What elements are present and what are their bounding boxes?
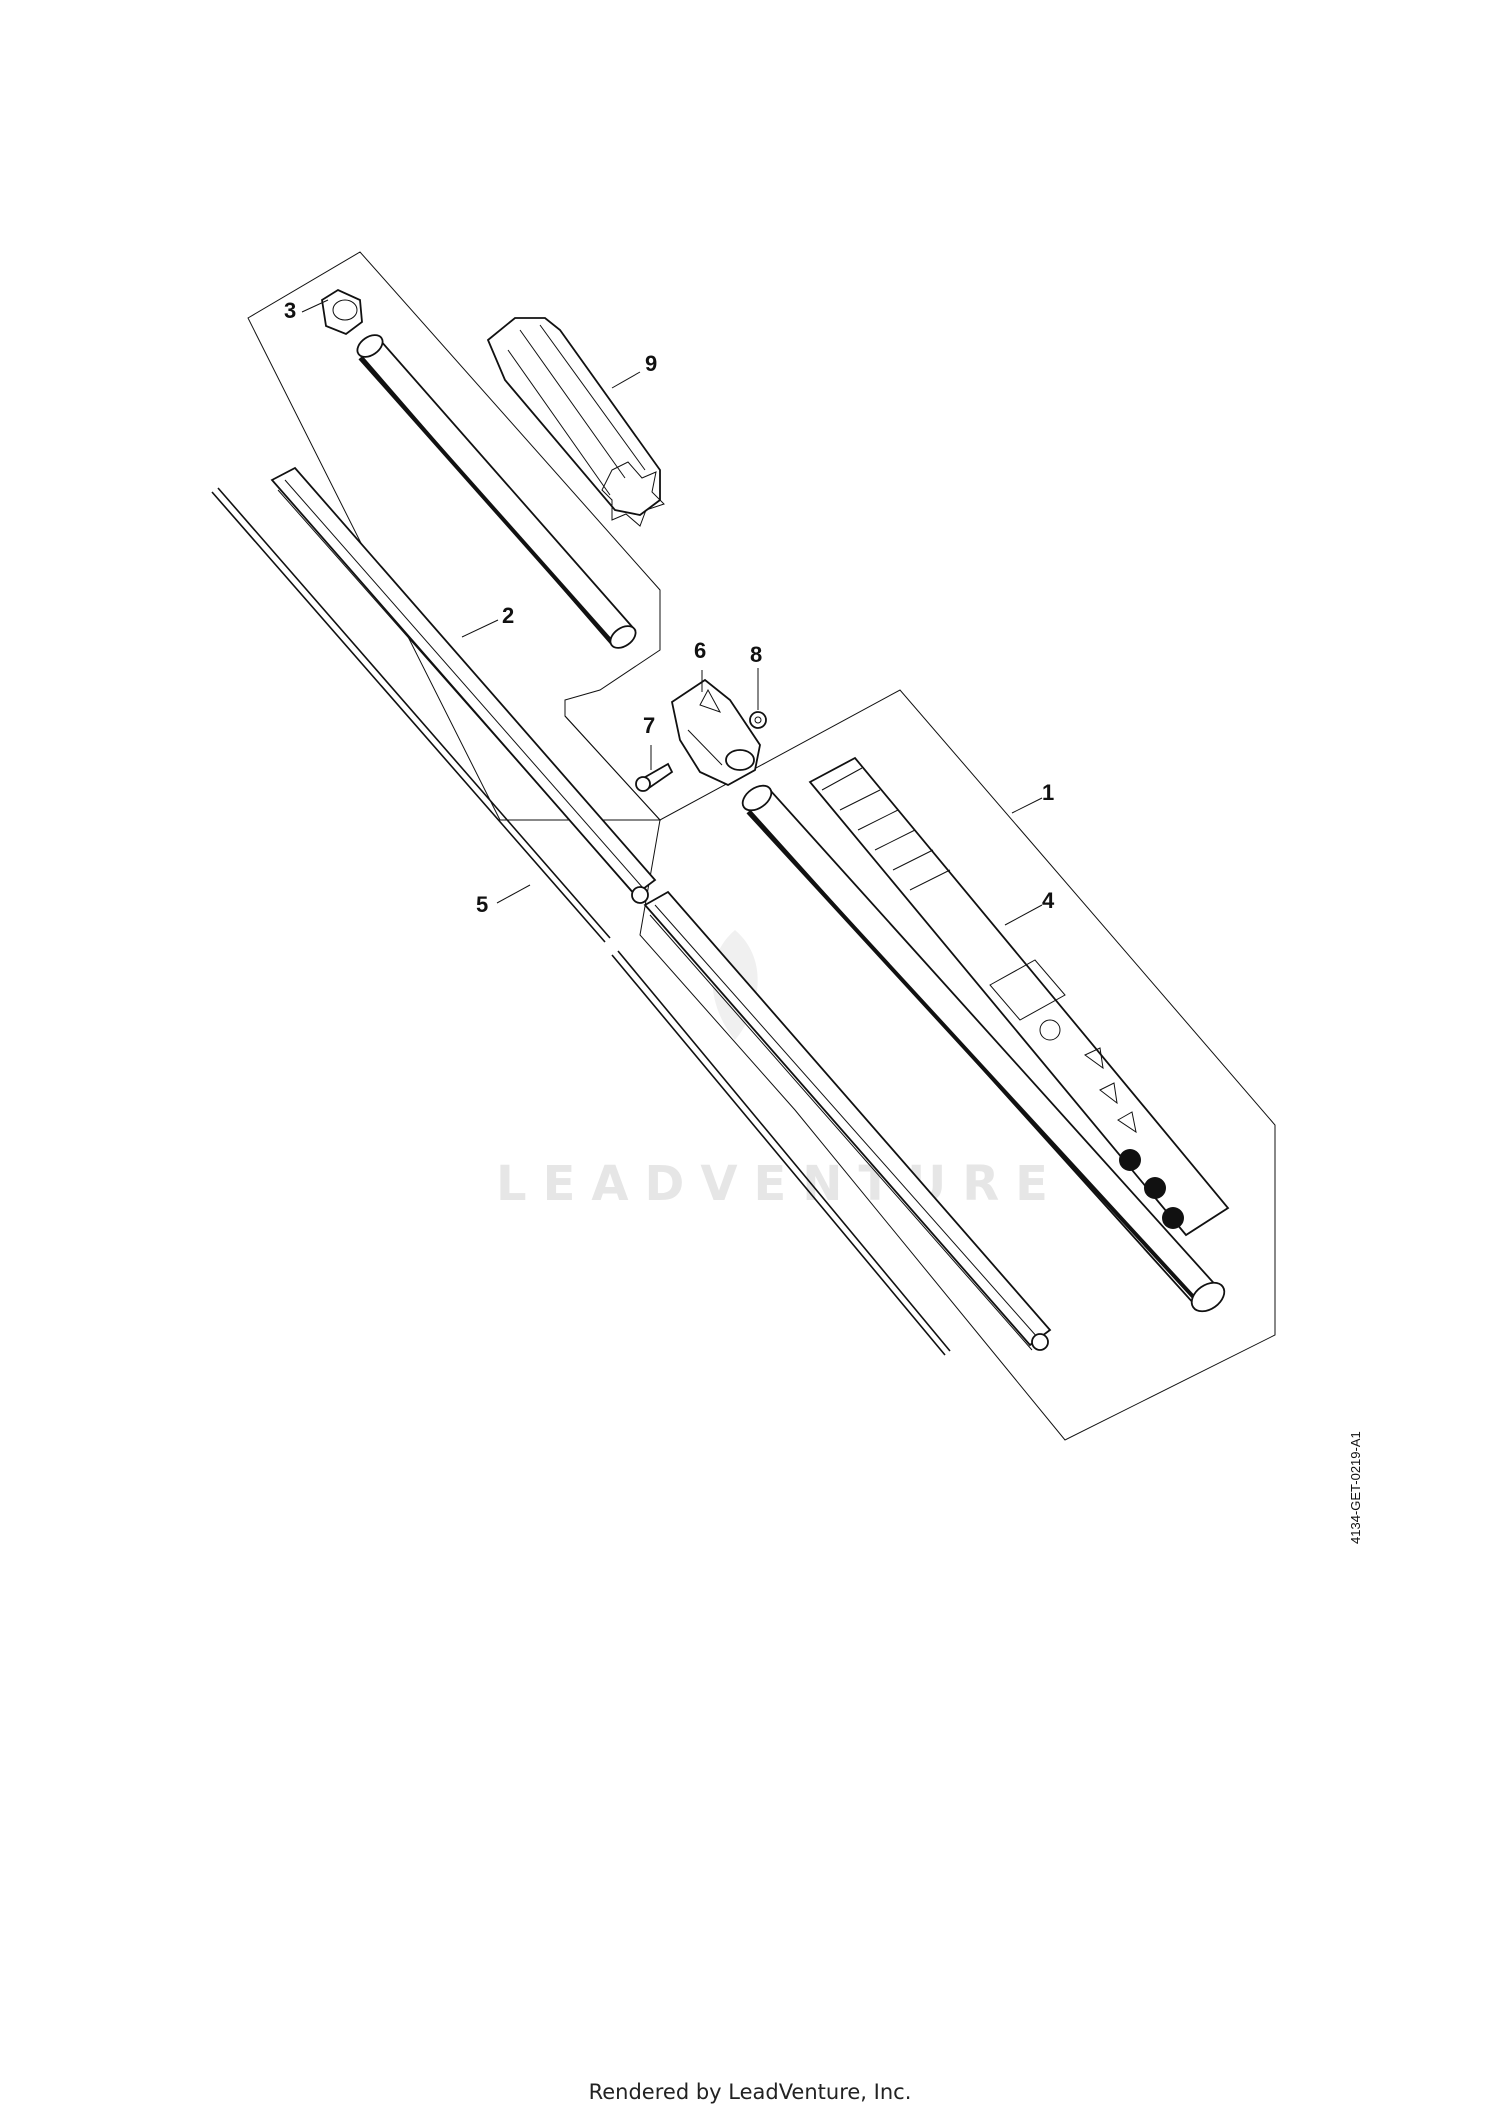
lower-group-outline (564, 689, 1276, 1441)
watermark-text: LEADVENTURE (496, 1156, 1064, 1212)
callout-1: 1 (1042, 780, 1054, 805)
part-3-end-cap (321, 288, 363, 336)
callout-7: 7 (643, 713, 655, 738)
upper-group-outline (247, 251, 662, 821)
part-7-screw (635, 762, 674, 792)
part-8-nut (749, 711, 767, 729)
footer-credit: Rendered by LeadVenture, Inc. (588, 2080, 912, 2104)
watermark: LEADVENTURE (496, 930, 1064, 1212)
part-6-clamp (670, 678, 761, 787)
part-5-drive-shaft (211, 487, 951, 1356)
callout-labels: 1 2 3 4 5 6 7 8 9 (284, 298, 1055, 917)
leader-lines (301, 299, 1043, 926)
part-2-guide-profile (270, 466, 1052, 1351)
part-4-warning-label (808, 756, 1230, 1237)
callout-9: 9 (645, 351, 657, 376)
diagram-id: 4134-GET-0219-A1 (1348, 1431, 1363, 1544)
part-1-drive-tube (741, 784, 1226, 1313)
upper-drive-tube (356, 334, 637, 649)
callout-6: 6 (694, 638, 706, 663)
callout-3: 3 (284, 298, 296, 323)
callout-2: 2 (502, 603, 514, 628)
part-9-sleeve (486, 317, 665, 527)
callout-4: 4 (1042, 888, 1055, 913)
callout-8: 8 (750, 642, 762, 667)
callout-5: 5 (476, 892, 488, 917)
